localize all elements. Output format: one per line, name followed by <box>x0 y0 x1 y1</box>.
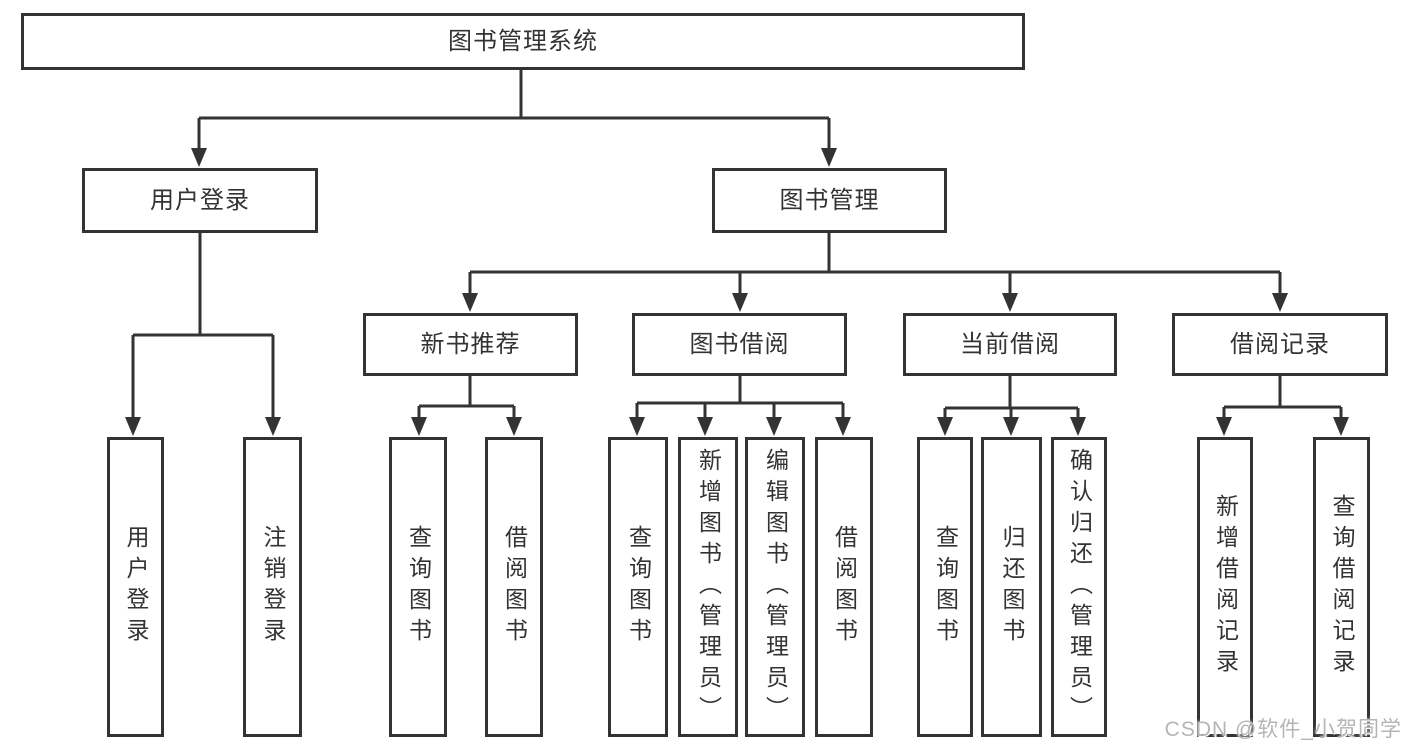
node-book-management: 图书管理 <box>712 168 947 233</box>
leaf-return-book: 归还图书 <box>981 437 1042 737</box>
leaf-user-login: 用户登录 <box>107 437 164 737</box>
node-current-borrow: 当前借阅 <box>903 313 1117 376</box>
leaf-edit-book-admin: 编辑图书（管理员） <box>745 437 805 737</box>
leaf-add-book-admin: 新增图书（管理员） <box>678 437 738 737</box>
leaf-query-books-current: 查询图书 <box>917 437 973 737</box>
leaf-logout: 注销登录 <box>243 437 302 737</box>
leaf-query-books-borrow: 查询图书 <box>608 437 668 737</box>
leaf-borrow-books-recommend: 借阅图书 <box>485 437 543 737</box>
leaf-borrow-books-borrow: 借阅图书 <box>815 437 873 737</box>
leaf-query-borrow-record: 查询借阅记录 <box>1313 437 1370 737</box>
node-new-book-recommend: 新书推荐 <box>363 313 578 376</box>
node-library-management-system: 图书管理系统 <box>21 13 1025 70</box>
node-user-login: 用户登录 <box>82 168 318 233</box>
leaf-query-books-recommend: 查询图书 <box>389 437 447 737</box>
leaf-confirm-return-admin: 确认归还（管理员） <box>1051 437 1107 737</box>
node-book-borrow: 图书借阅 <box>632 313 847 376</box>
node-borrow-records: 借阅记录 <box>1172 313 1388 376</box>
leaf-add-borrow-record: 新增借阅记录 <box>1197 437 1253 737</box>
